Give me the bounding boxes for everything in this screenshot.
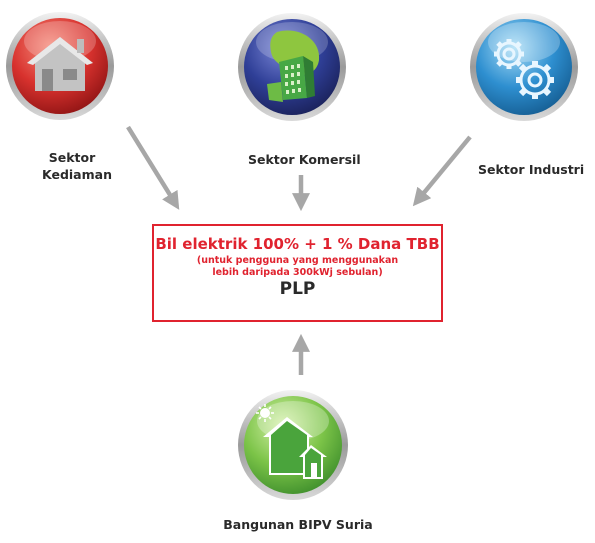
bipv-label: Bangunan BIPV Suria [223, 517, 373, 532]
solar-house-icon [256, 404, 327, 479]
industri-node [470, 13, 578, 121]
house-icon [27, 37, 93, 91]
box-title: Bil elektrik 100% + 1 % Dana TBB [155, 235, 440, 253]
building-icon [267, 30, 320, 102]
box-note-line2: lebih daripada 300kWj sebulan) [212, 267, 383, 278]
komersil-label: Sektor Komersil [248, 152, 361, 167]
arrow-industri [412, 135, 472, 207]
center-box: Bil elektrik 100% + 1 % Dana TBB (untuk … [152, 224, 443, 322]
komersil-node [238, 13, 346, 121]
box-entity: PLP [279, 279, 316, 299]
bipv-node [238, 390, 348, 500]
kediaman-label: Sektor Kediaman [42, 150, 112, 182]
arrow-kediaman [126, 125, 180, 210]
industri-label: Sektor Industri [478, 162, 585, 177]
kediaman-node [6, 12, 114, 120]
box-note-line1: (untuk pengguna yang menggunakan [196, 255, 399, 266]
gears-icon [494, 39, 554, 99]
